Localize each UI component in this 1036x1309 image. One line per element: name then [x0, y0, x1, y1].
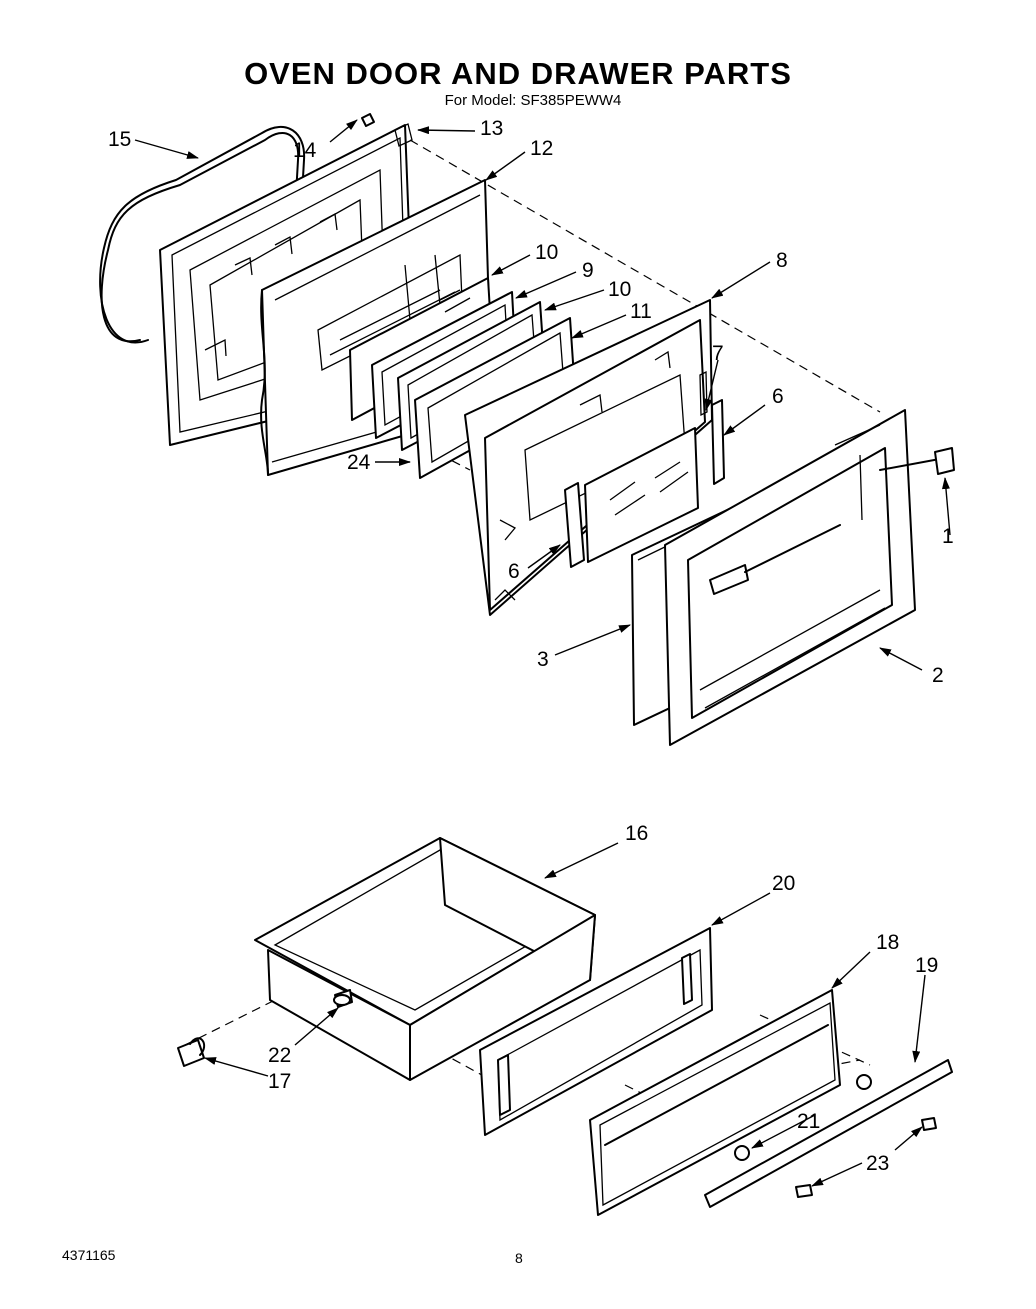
callout-21: 21 — [797, 1110, 820, 1133]
callout-15: 15 — [108, 128, 131, 151]
callout-10b: 10 — [608, 278, 631, 301]
callout-8: 8 — [776, 249, 788, 272]
handle-end-cap — [934, 447, 955, 475]
callout-3: 3 — [537, 648, 549, 671]
callout-13: 13 — [480, 117, 503, 140]
callout-14: 14 — [293, 139, 317, 162]
callout-12: 12 — [530, 137, 553, 160]
door-hinges — [564, 370, 725, 568]
leader-lines — [134, 119, 951, 1187]
callout-6a: 6 — [772, 385, 784, 408]
door-screw — [361, 113, 375, 127]
callout-labels: 15 14 13 12 10 9 10 11 8 7 6 24 6 3 2 1 … — [108, 117, 954, 1175]
callout-10a: 10 — [535, 241, 558, 264]
door-window-glass — [584, 427, 699, 563]
spacer — [734, 1145, 750, 1161]
door-handle-rod — [879, 457, 946, 471]
callout-9: 9 — [582, 259, 594, 282]
outer-door-frame — [664, 409, 916, 746]
callout-16: 16 — [625, 822, 648, 845]
drawer-trim-strip — [704, 1059, 953, 1208]
callout-6b: 6 — [508, 560, 520, 583]
callout-24: 24 — [347, 451, 371, 474]
callout-11: 11 — [630, 300, 652, 323]
trim-screw — [921, 1117, 937, 1131]
callout-23: 23 — [866, 1152, 889, 1175]
callout-19: 19 — [915, 954, 938, 977]
page-number: 8 — [515, 1250, 523, 1266]
model-subtitle: For Model: SF385PEWW4 — [444, 92, 622, 109]
door-gasket — [99, 126, 306, 344]
drawer-front-panel — [589, 989, 841, 1216]
drawer-body — [254, 837, 596, 1081]
callout-1: 1 — [942, 525, 954, 548]
drawer-inner-panel — [479, 927, 713, 1136]
alignment-line — [184, 994, 286, 1046]
alignment-line — [409, 139, 881, 413]
callout-17: 17 — [268, 1070, 291, 1093]
callout-2: 2 — [932, 664, 944, 687]
callout-18: 18 — [876, 931, 899, 954]
drawer-glide — [177, 1037, 206, 1067]
spacer — [856, 1074, 872, 1090]
glass-pack — [349, 277, 576, 479]
callout-7: 7 — [712, 342, 724, 365]
door-outer-panel — [464, 299, 713, 616]
callout-20: 20 — [772, 872, 795, 895]
callout-22: 22 — [268, 1044, 291, 1067]
trim-screw — [795, 1184, 813, 1198]
drawer-grommet — [333, 994, 351, 1006]
document-number: 4371165 — [62, 1247, 116, 1263]
page-title: OVEN DOOR AND DRAWER PARTS — [244, 56, 792, 91]
